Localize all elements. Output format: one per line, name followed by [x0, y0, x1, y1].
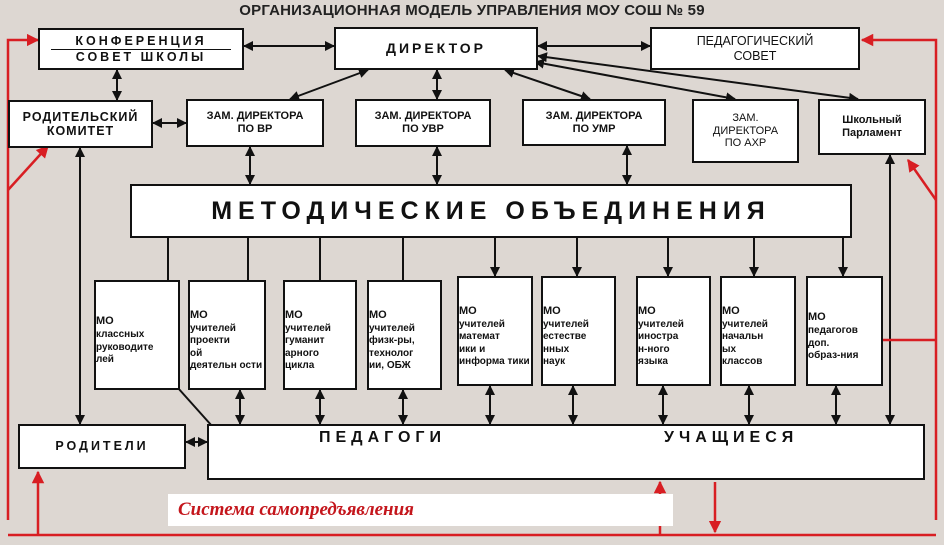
ped-council-box: ПЕДАГОГИЧЕСКИЙ СОВЕТ	[650, 27, 860, 70]
mo-box-line: физк-ры,	[369, 335, 415, 347]
parliament-box: Школьный Парламент	[818, 99, 926, 155]
mo-box-line: начальн	[722, 331, 764, 343]
mo-box-line: ых	[722, 343, 737, 355]
mo-box-line: нных	[543, 343, 570, 355]
deputy-umr-box: ЗАМ. ДИРЕКТОРА ПО УМР	[522, 99, 666, 146]
deputy-uvr-line1: ЗАМ. ДИРЕКТОРА	[374, 110, 472, 123]
parents-label: РОДИТЕЛИ	[55, 439, 149, 454]
deputy-ahr-line2: ДИРЕКТОРА	[712, 124, 779, 137]
parent-committee-box: РОДИТЕЛЬСКИЙ КОМИТЕТ	[8, 100, 153, 148]
mo-box-line: арного	[285, 347, 319, 359]
deputy-vr-line2: ПО ВР	[237, 123, 273, 135]
teachers-label: ПЕДАГОГИ	[319, 429, 446, 446]
mo-box-line: МО	[369, 309, 387, 322]
mo-box-line: МО	[459, 305, 477, 318]
director-box: ДИРЕКТОР	[334, 27, 538, 70]
students-label: УЧАЩИЕСЯ	[664, 429, 799, 446]
methodical-associations-box: МЕТОДИЧЕСКИЕ ОБЪЕДИНЕНИЯ	[130, 184, 852, 238]
mo-box-line: н-ного	[638, 343, 670, 355]
deputy-umr-line2: ПО УМР	[572, 122, 616, 135]
mo-box-line: образ-ния	[808, 350, 859, 362]
mo-box-line: педагогов	[808, 325, 858, 337]
mo-box-line: классных	[96, 329, 145, 341]
parliament-line1: Школьный	[842, 114, 902, 127]
mo-box-line: гуманит	[285, 335, 325, 347]
mo-box-line: лей	[96, 354, 114, 366]
methodical-associations-label: МЕТОДИЧЕСКИЕ ОБЪЕДИНЕНИЯ	[211, 196, 771, 225]
deputy-ahr-line1: ЗАМ.	[732, 112, 759, 125]
mo-box-line: руководите	[96, 341, 154, 353]
mo-box-line: МО	[285, 309, 303, 322]
parent-committee-line1: РОДИТЕЛЬСКИЙ	[22, 109, 139, 124]
mo-box-line: цикла	[285, 360, 315, 372]
ped-council-line1: ПЕДАГОГИЧЕСКИЙ	[696, 34, 814, 49]
mo-box-line: МО	[190, 309, 208, 322]
deputy-umr-line1: ЗАМ. ДИРЕКТОРА	[545, 109, 643, 122]
self-presentation-box: Система самопредъявления	[168, 494, 673, 526]
mo-box-line: ики и	[459, 343, 486, 355]
mo-box-line: технолог	[369, 347, 414, 359]
mo-box-line: МО	[808, 311, 826, 324]
mo-box-line: проекти	[190, 335, 230, 347]
mo-box-line: доп.	[808, 337, 830, 349]
mo-box-line: математ	[459, 331, 500, 343]
parent-committee-line2: КОМИТЕТ	[46, 124, 115, 138]
mo-box-line: языка	[638, 356, 668, 368]
deputy-uvr-line2: ПО УВР	[402, 123, 444, 135]
ped-council-line2: СОВЕТ	[733, 48, 777, 63]
mo-box-line: классов	[722, 356, 763, 368]
deputy-ahr-line3: ПО АХР	[724, 137, 767, 150]
school-council-label: СОВЕТ ШКОЛЫ	[75, 49, 207, 64]
mo-box-line: учителей	[369, 322, 415, 334]
mo-box-line: естестве	[543, 331, 587, 343]
deputy-vr-box: ЗАМ. ДИРЕКТОРА ПО ВР	[186, 99, 324, 147]
deputy-ahr-box: ЗАМ. ДИРЕКТОРА ПО АХР	[692, 99, 799, 163]
mo-box-line: МО	[638, 305, 656, 318]
mo-box-line: наук	[543, 356, 566, 368]
parliament-line2: Парламент	[842, 127, 902, 139]
mo-box-line: ой	[190, 347, 203, 359]
mo-box-line: МО	[543, 305, 561, 318]
director-label: ДИРЕКТОР	[385, 40, 487, 57]
deputy-vr-line1: ЗАМ. ДИРЕКТОРА	[206, 110, 304, 123]
mo-box-line: учителей	[722, 318, 768, 330]
mo-box-line: МО	[96, 315, 114, 328]
mo-box-line: учителей	[190, 322, 236, 334]
mo-box-line: учителей	[285, 322, 331, 334]
mo-box-line: информа тики	[459, 356, 530, 368]
mo-box-line: ии, ОБЖ	[369, 360, 411, 372]
mo-box-line: иностра	[638, 331, 679, 343]
mo-box-line: МО	[722, 305, 740, 318]
mo-box-line: учителей	[638, 318, 684, 330]
mo-box-line: учителей	[459, 318, 505, 330]
self-presentation-label: Система самопредъявления	[178, 499, 414, 520]
diagram-title: ОРГАНИЗАЦИОННАЯ МОДЕЛЬ УПРАВЛЕНИЯ МОУ СО…	[239, 2, 705, 19]
conference-box: КОНФЕРЕНЦИЯ СОВЕТ ШКОЛЫ	[38, 28, 244, 70]
mo-box-line: деятельн ости	[190, 360, 263, 372]
parents-box: РОДИТЕЛИ	[18, 424, 186, 469]
deputy-uvr-box: ЗАМ. ДИРЕКТОРА ПО УВР	[355, 99, 491, 147]
mo-box-line: учителей	[543, 318, 589, 330]
teachers-students-box: ПЕДАГОГИ УЧАЩИЕСЯ	[207, 424, 925, 480]
conference-label: КОНФЕРЕНЦИЯ	[51, 34, 231, 50]
